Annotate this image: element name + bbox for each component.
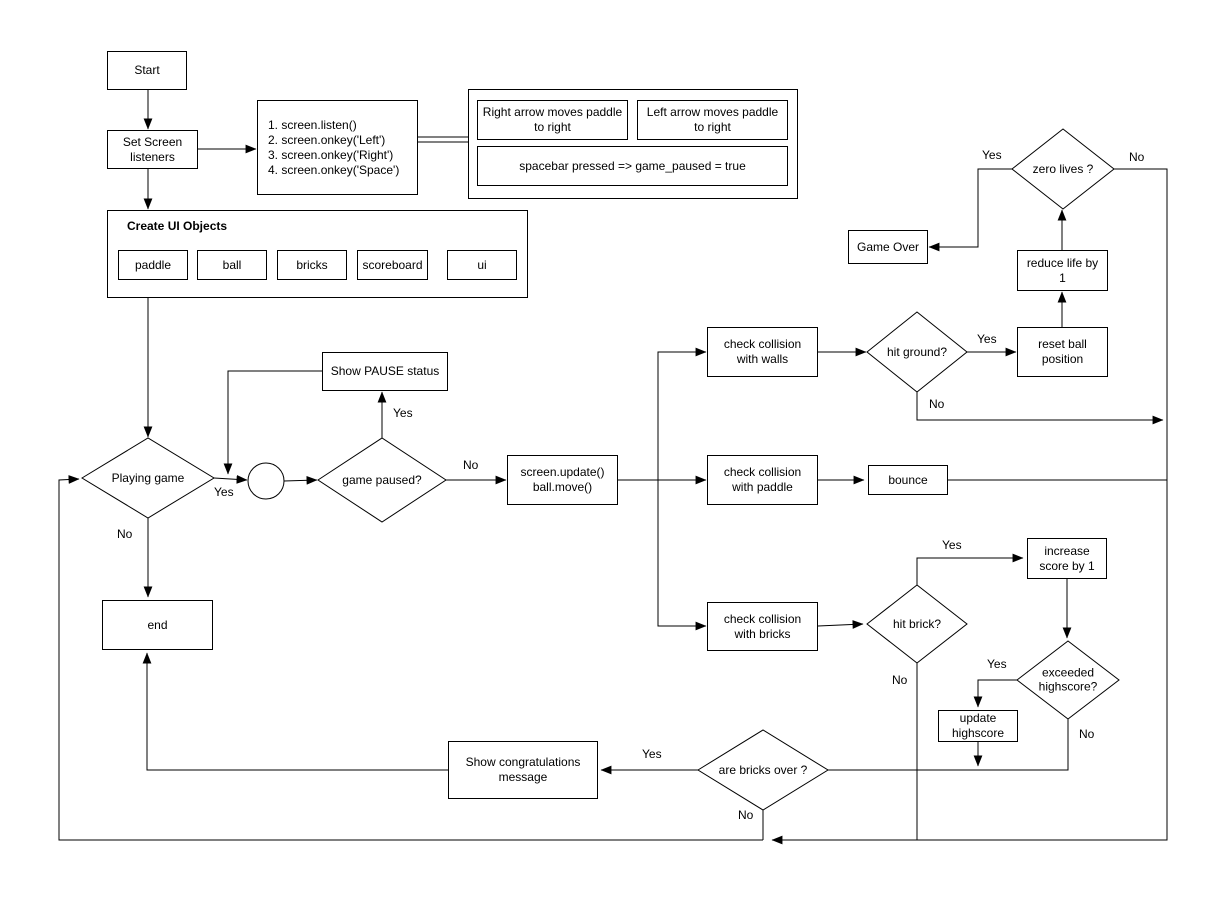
edge-exceeded-no-to-bricksover	[828, 719, 1069, 771]
are-bricks-over-label: are bricks over ?	[718, 763, 808, 777]
check-walls-node: check collision with walls	[707, 327, 818, 377]
spacebar-note: spacebar pressed => game_paused = true	[477, 146, 788, 186]
edge-ground-no-to-rail	[916, 392, 1164, 425]
game-paused-diamond	[317, 437, 447, 523]
exceeded-highscore-diamond	[1016, 640, 1120, 720]
update-highscore-node: update highscore	[938, 710, 1018, 742]
playing-game-label: Playing game	[111, 471, 185, 485]
right-arrow-note: Right arrow moves paddle to right	[477, 100, 628, 140]
ui-object-ui: ui	[447, 250, 517, 280]
ground-yes-label: Yes	[975, 332, 999, 346]
show-pause-node: Show PAUSE status	[322, 352, 448, 391]
game-paused-label: game paused?	[342, 473, 422, 487]
hit-ground-diamond	[866, 311, 968, 393]
exceeded-highscore-label: exceeded highscore?	[1038, 665, 1098, 694]
game-over-node: Game Over	[848, 230, 928, 264]
bricksover-no-label: No	[736, 808, 756, 822]
edge-showpause-loop	[223, 370, 322, 475]
create-ui-header: Create UI Objects	[127, 219, 228, 233]
bounce-node: bounce	[868, 465, 948, 495]
set-screen-listeners-node: Set Screen listeners	[107, 130, 198, 169]
screen-update-line-1: screen.update()	[520, 465, 605, 479]
edge-exceeded-yes-to-updatehs	[973, 679, 1017, 708]
playing-no-label: No	[115, 527, 135, 541]
zero-lives-diamond	[1011, 128, 1115, 210]
hit-ground-label: hit ground?	[886, 345, 948, 359]
paused-yes-label: Yes	[391, 406, 415, 420]
check-paddle-node: check collision with paddle	[707, 455, 818, 505]
increase-score-node: increase score by 1	[1027, 538, 1107, 579]
ui-object-ball: ball	[197, 250, 267, 280]
brick-no-label: No	[890, 673, 910, 687]
edge-bricks-to-hitbrick	[817, 620, 864, 629]
end-node: end	[102, 600, 213, 650]
listener-step-3: 3. screen.onkey('Right')	[268, 147, 394, 162]
listener-step-4: 4. screen.onkey('Space')	[268, 162, 400, 177]
highscore-yes-label: Yes	[985, 657, 1009, 671]
junction-circle	[247, 462, 285, 500]
edge-playing-yes-to-circle	[213, 474, 248, 484]
edge-lives-yes-to-gameover	[928, 168, 1012, 252]
paused-no-label: No	[461, 458, 481, 472]
ui-object-scoreboard: scoreboard	[357, 250, 428, 280]
listener-step-2: 2. screen.onkey('Left')	[268, 132, 386, 147]
ui-object-paddle: paddle	[118, 250, 188, 280]
left-arrow-note: Left arrow moves paddle to right	[637, 100, 788, 140]
hit-brick-diamond	[866, 584, 968, 664]
ui-object-bricks: bricks	[277, 250, 347, 280]
edge-bottom-loop-to-playing	[58, 475, 763, 841]
edge-branch-to-wallscheck	[657, 347, 707, 480]
bricksover-yes-label: Yes	[640, 747, 664, 761]
zero-lives-label: zero lives ?	[1032, 162, 1094, 176]
edge-circle-to-paused	[283, 475, 318, 485]
edge-lives-no-right-rail	[771, 168, 1168, 845]
playing-yes-label: Yes	[212, 485, 236, 499]
screen-update-line-2: ball.move()	[532, 480, 593, 494]
brick-yes-label: Yes	[940, 538, 964, 552]
congratulations-node: Show congratulations message	[448, 741, 598, 799]
playing-game-diamond	[81, 437, 215, 519]
edge-brick-yes-to-score	[916, 553, 1024, 585]
edge-branch-to-brickscheck	[657, 480, 707, 631]
screen-update-node: screen.update() ball.move()	[507, 455, 618, 505]
lives-yes-label: Yes	[980, 148, 1004, 162]
hit-brick-label: hit brick?	[892, 617, 942, 631]
reset-ball-node: reset ball position	[1017, 327, 1108, 377]
start-node: Start	[107, 51, 187, 90]
reduce-life-node: reduce life by 1	[1017, 250, 1108, 291]
are-bricks-over-diamond	[697, 729, 829, 811]
ground-no-label: No	[927, 397, 947, 411]
check-bricks-node: check collision with bricks	[707, 602, 818, 651]
listener-step-1: 1. screen.listen()	[268, 117, 357, 132]
edge-congrats-to-end	[142, 652, 448, 771]
listener-steps-node: 1. screen.listen() 2. screen.onkey('Left…	[257, 100, 418, 195]
highscore-no-label: No	[1077, 727, 1097, 741]
lives-no-label: No	[1127, 150, 1147, 164]
